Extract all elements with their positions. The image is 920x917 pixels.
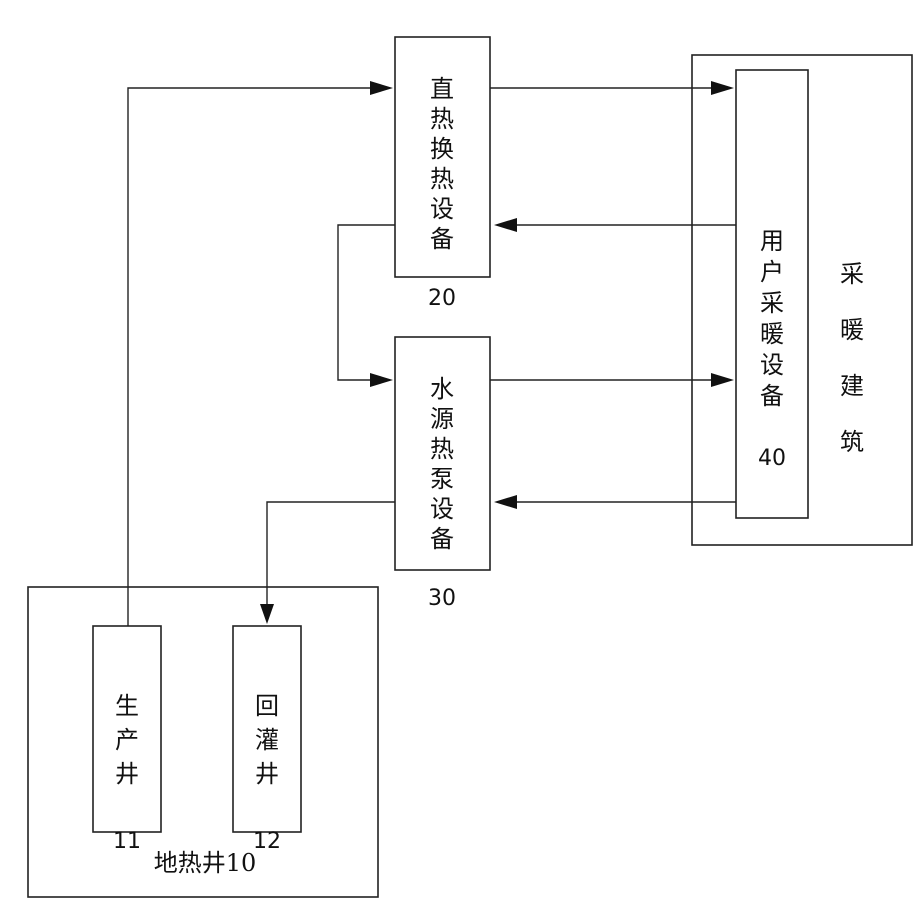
water-source-heat-pump-text: 水 源 热 泵 设 备 (422, 374, 462, 554)
water-source-heat-pump-number: 30 (422, 584, 462, 614)
user-heating-equipment-text: 用 户 采 暖 设 备 (752, 226, 792, 412)
arrow-head (370, 373, 393, 387)
arrow-head (260, 604, 274, 624)
geothermal-well-label: 地热井10 (120, 848, 290, 878)
arrow-head (711, 81, 734, 95)
direct-heat-exchanger-number: 20 (422, 284, 462, 314)
user-heating-equipment-number: 40 (752, 443, 792, 474)
user-heating-equipment-label: 用 户 采 暖 设 备 40 (752, 195, 792, 505)
heating-building-label: 采 暖 建 筑 (832, 190, 872, 526)
production-well-text: 生 产 井 (107, 689, 147, 791)
water-source-heat-pump-label: 水 源 热 泵 设 备 30 (422, 344, 462, 644)
direct-heat-exchanger-text: 直 热 换 热 设 备 (422, 74, 462, 254)
arrow-head (494, 495, 517, 509)
direct-hx-to-heat-pump-line (338, 225, 395, 380)
reinjection-well-text: 回 灌 井 (247, 689, 287, 791)
heating-building-text: 采 暖 建 筑 (832, 246, 872, 470)
heat-pump-to-reinjection-well-line (267, 502, 395, 610)
arrow-head (370, 81, 393, 95)
arrow-head (494, 218, 517, 232)
direct-heat-exchanger-label: 直 热 换 热 设 备 20 (422, 44, 462, 344)
arrow-head (711, 373, 734, 387)
production-well-to-direct-hx-line (128, 88, 380, 626)
